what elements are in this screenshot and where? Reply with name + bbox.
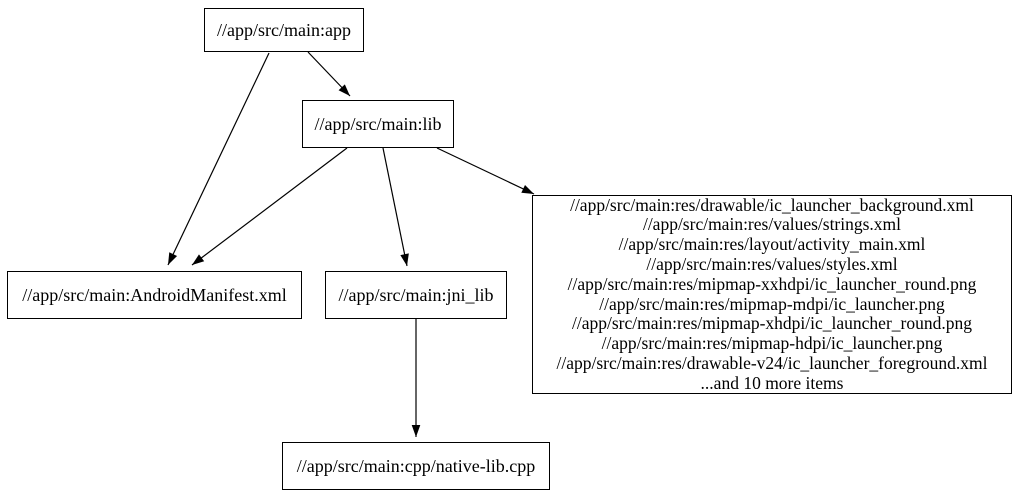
node-android-manifest-label: //app/src/main:AndroidManifest.xml [22, 284, 287, 305]
edge-lib-to-resources [436, 147, 535, 195]
node-lib: //app/src/main:lib [302, 100, 454, 148]
node-resources: //app/src/main:res/drawable/ic_launcher_… [532, 195, 1012, 394]
edge-lib-to-manifest [191, 147, 348, 266]
edge-lib-to-jni-lib [382, 147, 409, 267]
resource-more-items: ...and 10 more items [700, 372, 844, 393]
resource-line: //app/src/main:res/mipmap-hdpi/ic_launch… [601, 333, 943, 354]
node-jni-lib: //app/src/main:jni_lib [325, 271, 507, 319]
resource-line: //app/src/main:res/layout/activity_main.… [618, 234, 926, 255]
node-native-cpp: //app/src/main:cpp/native-lib.cpp [282, 442, 550, 490]
node-native-cpp-label: //app/src/main:cpp/native-lib.cpp [296, 455, 536, 476]
resource-line: //app/src/main:res/mipmap-mdpi/ic_launch… [599, 293, 945, 314]
node-app: //app/src/main:app [204, 8, 364, 52]
edge-app-to-manifest [167, 52, 270, 266]
node-app-label: //app/src/main:app [217, 19, 351, 40]
node-lib-label: //app/src/main:lib [314, 113, 442, 134]
edge-app-to-lib [307, 51, 351, 97]
resource-line: //app/src/main:res/values/strings.xml [642, 214, 902, 235]
node-android-manifest: //app/src/main:AndroidManifest.xml [7, 271, 302, 319]
resource-line: //app/src/main:res/mipmap-xhdpi/ic_launc… [572, 313, 972, 334]
resource-line: //app/src/main:res/values/styles.xml [646, 253, 898, 274]
resource-line: //app/src/main:res/drawable-v24/ic_launc… [556, 352, 988, 373]
node-jni-lib-label: //app/src/main:jni_lib [338, 284, 494, 305]
resource-line: //app/src/main:res/drawable/ic_launcher_… [570, 194, 974, 215]
resource-line: //app/src/main:res/mipmap-xxhdpi/ic_laun… [567, 273, 977, 294]
